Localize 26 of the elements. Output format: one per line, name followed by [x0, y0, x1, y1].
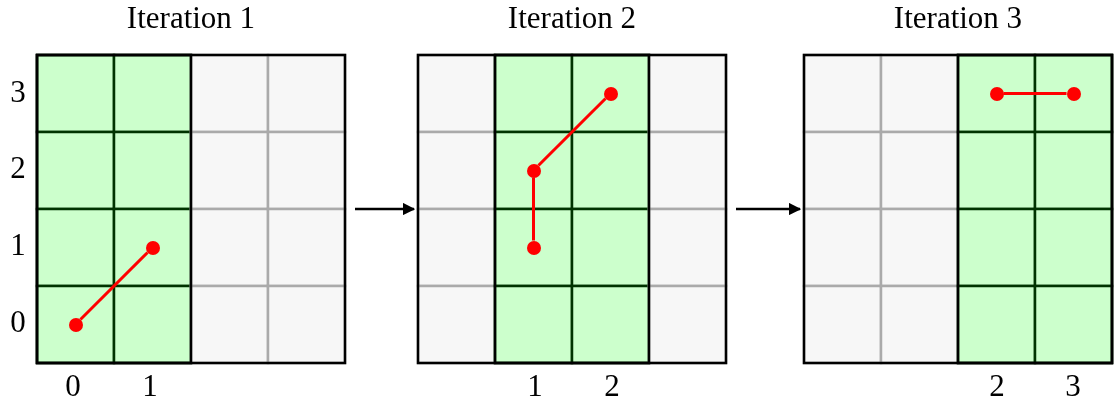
data-point	[67, 316, 84, 333]
arrow	[736, 202, 802, 216]
data-point	[525, 162, 542, 179]
axis-tick-label: 3	[1064, 369, 1082, 403]
axis-tick-label: 2	[988, 369, 1006, 403]
axis-tick-label: 0	[64, 369, 82, 403]
data-point	[1065, 85, 1082, 102]
axis-tick-label: 3	[9, 75, 27, 109]
data-point	[988, 85, 1005, 102]
data-point	[144, 239, 161, 256]
connecting-line	[79, 251, 149, 321]
axis-tick-label: 2	[603, 369, 621, 403]
axis-tick-label: 0	[9, 305, 27, 339]
panel-title: Iteration 1	[125, 0, 257, 36]
data-point	[525, 239, 542, 256]
axis-tick-label: 1	[9, 228, 27, 262]
axis-tick-label: 2	[9, 151, 27, 185]
arrow	[355, 202, 416, 216]
panel-title: Iteration 3	[892, 0, 1024, 36]
axis-tick-label: 1	[526, 369, 544, 403]
data-point	[602, 85, 619, 102]
connecting-line	[537, 97, 607, 167]
connecting-line	[532, 177, 535, 241]
axis-tick-label: 1	[141, 369, 159, 403]
connecting-line	[1003, 92, 1067, 95]
panel-title: Iteration 2	[506, 0, 638, 36]
